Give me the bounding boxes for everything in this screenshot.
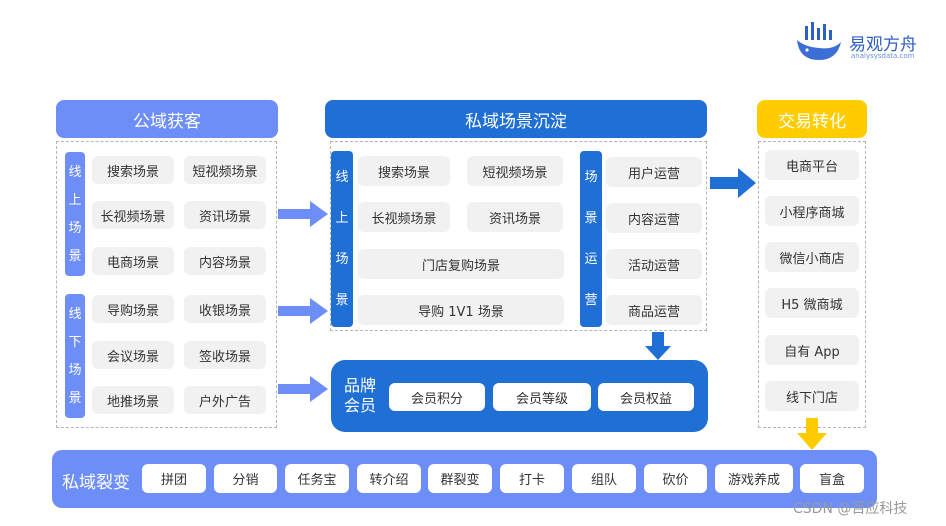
- member-title: 品牌 会员: [344, 376, 376, 416]
- member-title-line: 品牌: [344, 376, 377, 395]
- fission-item: 组队: [572, 464, 636, 493]
- ops-char: 景: [584, 211, 598, 226]
- ops-char: 营: [584, 293, 598, 308]
- member-title-line: 会员: [344, 396, 377, 415]
- arrow-right-icon: [278, 298, 328, 324]
- fission-item: 拼团: [142, 464, 206, 493]
- trade-item: 电商平台: [765, 150, 859, 180]
- public-online-item: 搜索场景: [92, 156, 174, 184]
- trade-header: 交易转化: [757, 100, 867, 138]
- logo-domain: analysysdata.com: [851, 52, 915, 60]
- public-offline-char: 下: [68, 334, 82, 350]
- trade-item: H5 微商城: [765, 288, 859, 318]
- ops-char: 场: [584, 170, 598, 185]
- public-offline-item: 户外广告: [184, 386, 266, 414]
- private-item: 搜索场景: [358, 156, 450, 186]
- trade-item: 微信小商店: [765, 242, 859, 272]
- member-item: 会员权益: [598, 383, 694, 411]
- logo: 易观方舟 analysysdata.com: [793, 18, 923, 66]
- public-offline-item: 签收场景: [184, 341, 266, 369]
- fission-title: 私域裂变: [62, 473, 130, 493]
- public-online-item: 长视频场景: [92, 201, 174, 229]
- private-wide-item: 导购 1V1 场景: [358, 295, 564, 325]
- ops-item: 用户运营: [606, 157, 702, 187]
- private-online-char: 场: [335, 252, 349, 267]
- public-offline-item: 会议场景: [92, 341, 174, 369]
- arrow-right-icon: [278, 201, 328, 227]
- private-panel: [330, 141, 707, 331]
- public-online-item: 短视频场景: [184, 156, 266, 184]
- member-item: 会员积分: [389, 383, 485, 411]
- public-online-item: 内容场景: [184, 247, 266, 275]
- private-online-label: 线上场景: [331, 151, 353, 327]
- public-online-char: 场: [68, 220, 82, 236]
- private-wide-item: 门店复购场景: [358, 249, 564, 279]
- private-online-char: 上: [335, 211, 349, 226]
- ops-item: 商品运营: [606, 295, 702, 325]
- fission-item: 群裂变: [428, 464, 492, 493]
- fission-item: 砍价: [644, 464, 707, 493]
- ops-char: 运: [584, 252, 598, 267]
- member-item: 会员等级: [493, 383, 591, 411]
- public-online-item: 资讯场景: [184, 201, 266, 229]
- fission-item: 任务宝: [285, 464, 349, 493]
- public-online-label: 线上场景: [65, 152, 85, 276]
- watermark: CSDN @百应科技: [793, 501, 908, 517]
- whale-logo-icon: [797, 22, 841, 60]
- private-online-char: 线: [335, 170, 349, 185]
- public-online-char: 景: [68, 248, 82, 264]
- trade-item: 自有 App: [765, 335, 859, 365]
- fission-item: 打卡: [500, 464, 564, 493]
- logo-name: 易观方舟: [849, 35, 917, 55]
- public-offline-char: 线: [68, 306, 82, 322]
- public-online-char: 线: [68, 164, 82, 180]
- fission-item: 盲盒: [800, 464, 864, 493]
- public-offline-item: 地推场景: [92, 386, 174, 414]
- arrow-right-icon: [710, 168, 756, 198]
- fission-item: 游戏养成: [715, 464, 793, 493]
- public-offline-item: 导购场景: [92, 295, 174, 323]
- arrow-down-icon: [645, 332, 671, 360]
- public-offline-item: 收银场景: [184, 295, 266, 323]
- public-offline-char: 场: [68, 362, 82, 378]
- public-panel: [56, 141, 277, 428]
- arrow-right-icon: [278, 376, 328, 402]
- ops-label: 场景运营: [580, 151, 602, 327]
- public-offline-label: 线下场景: [65, 294, 85, 418]
- private-online-char: 景: [335, 293, 349, 308]
- trade-item: 小程序商城: [765, 196, 859, 226]
- arrow-down-icon: [797, 418, 827, 450]
- public-header: 公域获客: [56, 100, 278, 138]
- public-online-char: 上: [68, 192, 82, 208]
- fission-item: 转介绍: [357, 464, 421, 493]
- ops-item: 内容运营: [606, 203, 702, 233]
- trade-item: 线下门店: [765, 381, 859, 411]
- private-header: 私域场景沉淀: [325, 100, 707, 138]
- public-offline-char: 景: [68, 390, 82, 406]
- private-item: 短视频场景: [467, 156, 563, 186]
- private-item: 长视频场景: [358, 202, 450, 232]
- ops-item: 活动运营: [606, 249, 702, 279]
- public-online-item: 电商场景: [92, 247, 174, 275]
- private-item: 资讯场景: [467, 202, 563, 232]
- fission-item: 分销: [214, 464, 277, 493]
